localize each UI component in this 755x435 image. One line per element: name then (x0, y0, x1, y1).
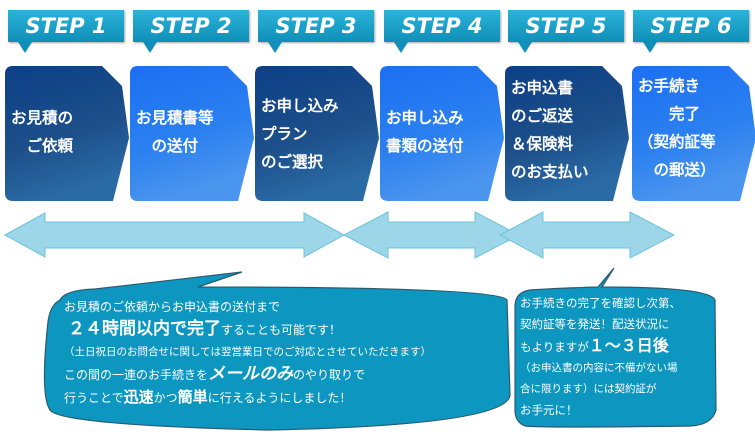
step-5-line: お申込書 (511, 79, 574, 97)
step-6-box: お手続き 完了 （契約証等 の郵送） (632, 66, 755, 201)
speech-bubble-right-shape (514, 267, 717, 428)
bubble-left-highlight: 簡単 (177, 388, 208, 406)
bubble-right-line: 契約証等を発送！配送状況に (520, 317, 670, 331)
double-arrow-right-segment-icon (498, 211, 676, 259)
timeline-arrows (3, 211, 521, 259)
bubble-right-line: 合に限ります）には契約証が (520, 383, 657, 395)
step-6-line: の郵送） (638, 161, 716, 179)
step-3-line: のご選択 (261, 153, 324, 171)
bubble-left-text: かつ (153, 391, 178, 405)
step-2-line: の送付 (136, 137, 199, 155)
chevron-shape (130, 66, 254, 201)
step-1-line: お見積の (11, 109, 74, 127)
step-5-line: ＆保険料 (511, 135, 574, 153)
step-5-box: お申込書のご返送 ＆保険料のお支払い (505, 66, 629, 201)
step-5-line: のお支払い (511, 163, 589, 181)
step-5-label: STEP 5 (525, 14, 607, 38)
step-6-tag: STEP 6 (633, 10, 749, 53)
bubble-left-note: （土日祝日のお問合せに関しては翌営業日でのご対応とさせていただきます） (64, 346, 431, 358)
step-1-line: ご依頼 (11, 137, 74, 155)
bubble-right-line: お手元に！ (520, 403, 578, 417)
timeline-arrows-overlay (498, 211, 676, 259)
bubble-left-text: に行えるようにしました！ (207, 391, 352, 405)
speech-bubble-right: お手続きの完了を確認し次第、 契約証等を発送！配送状況に もよりますが１～３日後… (520, 293, 681, 421)
step-3-label: STEP 3 (275, 14, 357, 38)
step-4-box: お申し込み書類の送付 (380, 66, 504, 201)
bubble-left-highlight: 迅速 (123, 388, 154, 406)
step-6-label: STEP 6 (650, 14, 732, 38)
chevron-shape (255, 66, 379, 201)
bubble-left-highlight: ２４時間以内で完了 (68, 319, 221, 339)
bubble-left-text: 行うことで (64, 391, 124, 405)
step-6-line: 完了 (638, 105, 701, 123)
tag-pointer-icon (268, 42, 282, 53)
bubble-right-line: お手続きの完了を確認し次第、 (520, 296, 681, 310)
step-1-tag: STEP 1 (8, 10, 124, 53)
bubble-left-line: お見積のご依頼からお申込書の送付まで (64, 300, 281, 314)
step-5-line: のご返送 (511, 107, 574, 125)
step-6-line: お手続き (638, 77, 701, 95)
tag-pointer-icon (394, 42, 408, 53)
step-3-line: お申し込み (261, 97, 339, 115)
step-2-label: STEP 2 (150, 14, 232, 38)
bubble-right-note: （お申込書の内容に不備がない場 (520, 362, 678, 374)
speech-bubble-left-shape (43, 271, 511, 431)
step-4-label: STEP 4 (401, 14, 483, 38)
step-3-line: プラン (261, 125, 308, 143)
bubble-left-highlight: メールのみ (208, 364, 294, 384)
step-4-line: お申し込み (386, 109, 464, 127)
tag-pointer-icon (143, 42, 157, 53)
step-2-tag: STEP 2 (133, 10, 249, 53)
step-2-box: お見積書等 の送付 (130, 66, 254, 201)
step-1-label: STEP 1 (25, 14, 107, 38)
step-3-tag: STEP 3 (258, 10, 374, 53)
step-2-line: お見積書等 (136, 109, 214, 127)
step-6-line: （契約証等 (638, 133, 716, 151)
chevron-shape (632, 66, 755, 201)
bubble-right-highlight: １～３日後 (588, 336, 669, 355)
chevron-shape (5, 66, 129, 201)
step-3-box: お申し込みプランのご選択 (255, 66, 379, 201)
tag-pointer-icon (18, 42, 32, 53)
bubble-right-text: もよりますが (520, 340, 589, 354)
tag-pointer-icon (643, 42, 657, 53)
step-4-tag: STEP 4 (384, 10, 500, 53)
bubble-left-text: この間の一連のお手続きを (64, 368, 209, 382)
tag-pointer-icon (518, 42, 532, 53)
speech-bubble-left: お見積のご依頼からお申込書の送付まで ２４時間以内で完了することも可能です！ （… (64, 296, 431, 409)
chevron-shape (380, 66, 504, 201)
bubble-left-text: のやり取りで (293, 368, 366, 382)
step-5-tag: STEP 5 (508, 10, 624, 53)
step-1-box: お見積の ご依頼 (5, 66, 129, 201)
chevron-shape (505, 66, 629, 201)
bubble-left-text: することも可能です！ (221, 323, 342, 337)
step-4-line: 書類の送付 (386, 137, 464, 155)
